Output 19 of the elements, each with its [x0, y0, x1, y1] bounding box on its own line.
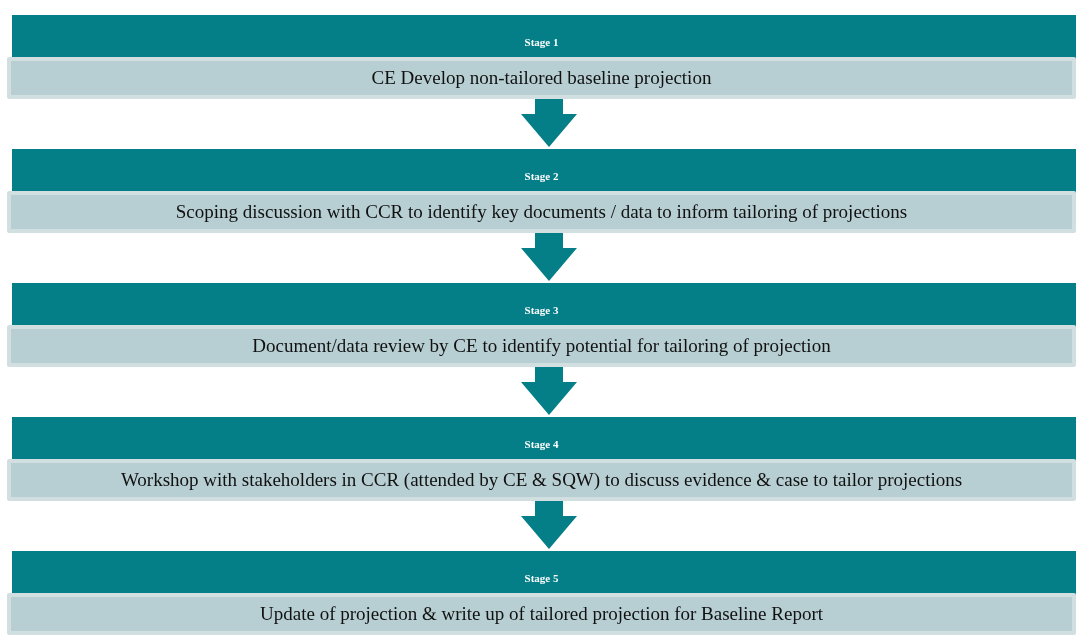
down-arrow	[521, 233, 577, 281]
stage-card	[7, 15, 1076, 99]
step-text: Workshop with stakeholders in CCR (attended by CE & SQW) to discuss evidence & case to tailor projections	[7, 459, 1076, 501]
down-arrow	[521, 99, 577, 147]
step-text: Scoping discussion with CCR to identify key documents / data to inform tailoring of projections	[7, 191, 1076, 233]
stage-card	[7, 149, 1076, 233]
stage-label: Stage 1	[524, 36, 559, 48]
stage-label: Stage 3	[524, 304, 559, 316]
stage-card	[7, 283, 1076, 367]
stage-card	[7, 417, 1076, 501]
stage-card	[7, 551, 1076, 635]
stage-label: Stage 4	[524, 438, 559, 450]
step-text: CE Develop non-tailored baseline projection	[7, 57, 1076, 99]
down-arrow	[521, 501, 577, 549]
down-arrow	[521, 367, 577, 415]
stage-label: Stage 2	[524, 170, 559, 182]
step-text: Document/data review by CE to identify potential for tailoring of projection	[7, 325, 1076, 367]
stage-label: Stage 5	[524, 572, 559, 584]
step-text: Update of projection & write up of tailored projection for Baseline Report	[7, 593, 1076, 635]
